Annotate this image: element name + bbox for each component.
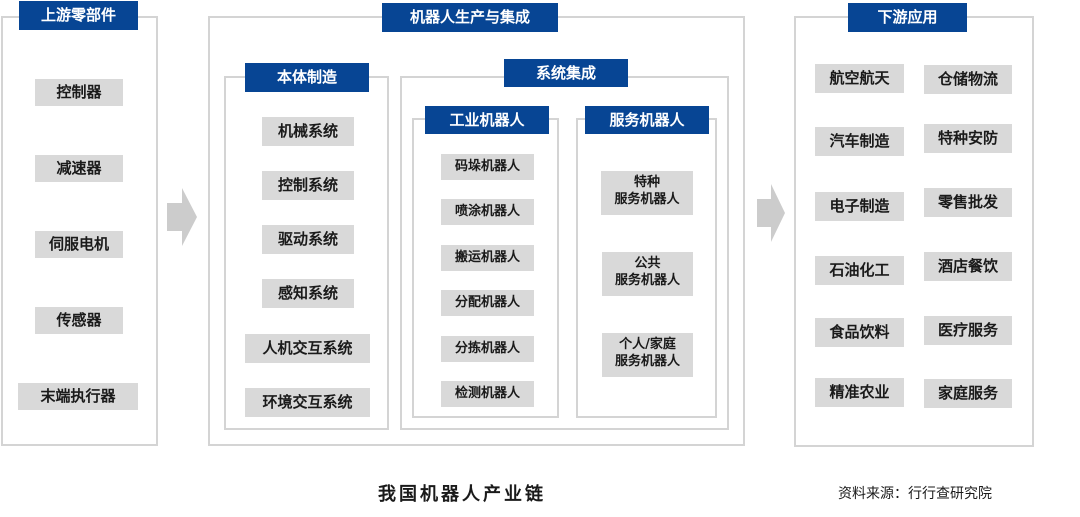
downstream-item: 零售批发 [924,188,1012,217]
service-robot-item-line2: 服务机器人 [614,354,680,369]
industrial-robot-header: 工业机器人 [425,106,549,134]
flow-arrow-icon [757,184,785,242]
service-robot-header: 服务机器人 [585,106,709,134]
service-robot-item-line1: 特种 [633,175,660,190]
midstream-header: 机器人生产与集成 [382,3,558,32]
body-manufacturing-header: 本体制造 [245,63,369,92]
flow-arrow-icon [167,188,197,246]
body-manufacturing-item: 感知系统 [262,279,354,308]
industrial-robot-item: 分拣机器人 [441,336,534,362]
service-robot-item: 公共 服务机器人 [602,252,693,296]
industrial-robot-item: 码垛机器人 [441,154,534,180]
downstream-item: 电子制造 [815,192,904,221]
body-manufacturing-item: 环境交互系统 [245,388,370,417]
downstream-item: 家庭服务 [924,379,1012,408]
downstream-item: 石油化工 [815,256,904,285]
body-manufacturing-item: 控制系统 [262,171,354,200]
service-robot-item-line2: 服务机器人 [614,192,680,207]
downstream-item: 酒店餐饮 [924,252,1012,281]
upstream-item: 伺服电机 [35,231,123,258]
body-manufacturing-item: 驱动系统 [262,225,354,254]
downstream-item: 精准农业 [815,378,904,407]
source-note: 资料来源：行行查研究院 [838,486,992,502]
upstream-item: 减速器 [35,155,123,182]
downstream-item: 食品饮料 [815,318,904,347]
industrial-robot-item: 分配机器人 [441,290,534,316]
system-integration-header: 系统集成 [504,59,628,87]
downstream-item: 医疗服务 [924,316,1012,345]
upstream-header: 上游零部件 [19,1,138,30]
industrial-robot-item: 检测机器人 [441,381,534,407]
service-robot-item-line2: 服务机器人 [614,273,680,288]
body-manufacturing-item: 人机交互系统 [245,334,370,363]
diagram-title: 我国机器人产业链 [378,484,546,505]
upstream-item: 控制器 [35,79,123,106]
industrial-robot-item: 喷涂机器人 [441,199,534,225]
service-robot-item-line1: 个人/家庭 [619,337,676,352]
downstream-item: 特种安防 [924,124,1012,153]
upstream-item: 传感器 [35,307,123,334]
upstream-item: 末端执行器 [18,383,138,410]
service-robot-item: 个人/家庭 服务机器人 [602,333,693,377]
downstream-item: 汽车制造 [815,127,904,156]
service-robot-item-line1: 公共 [634,256,661,271]
industrial-robot-item: 搬运机器人 [441,245,534,271]
service-robot-item: 特种 服务机器人 [601,171,693,215]
downstream-item: 仓储物流 [924,65,1012,94]
body-manufacturing-item: 机械系统 [262,117,354,146]
downstream-item: 航空航天 [815,64,904,93]
downstream-header: 下游应用 [848,3,967,32]
